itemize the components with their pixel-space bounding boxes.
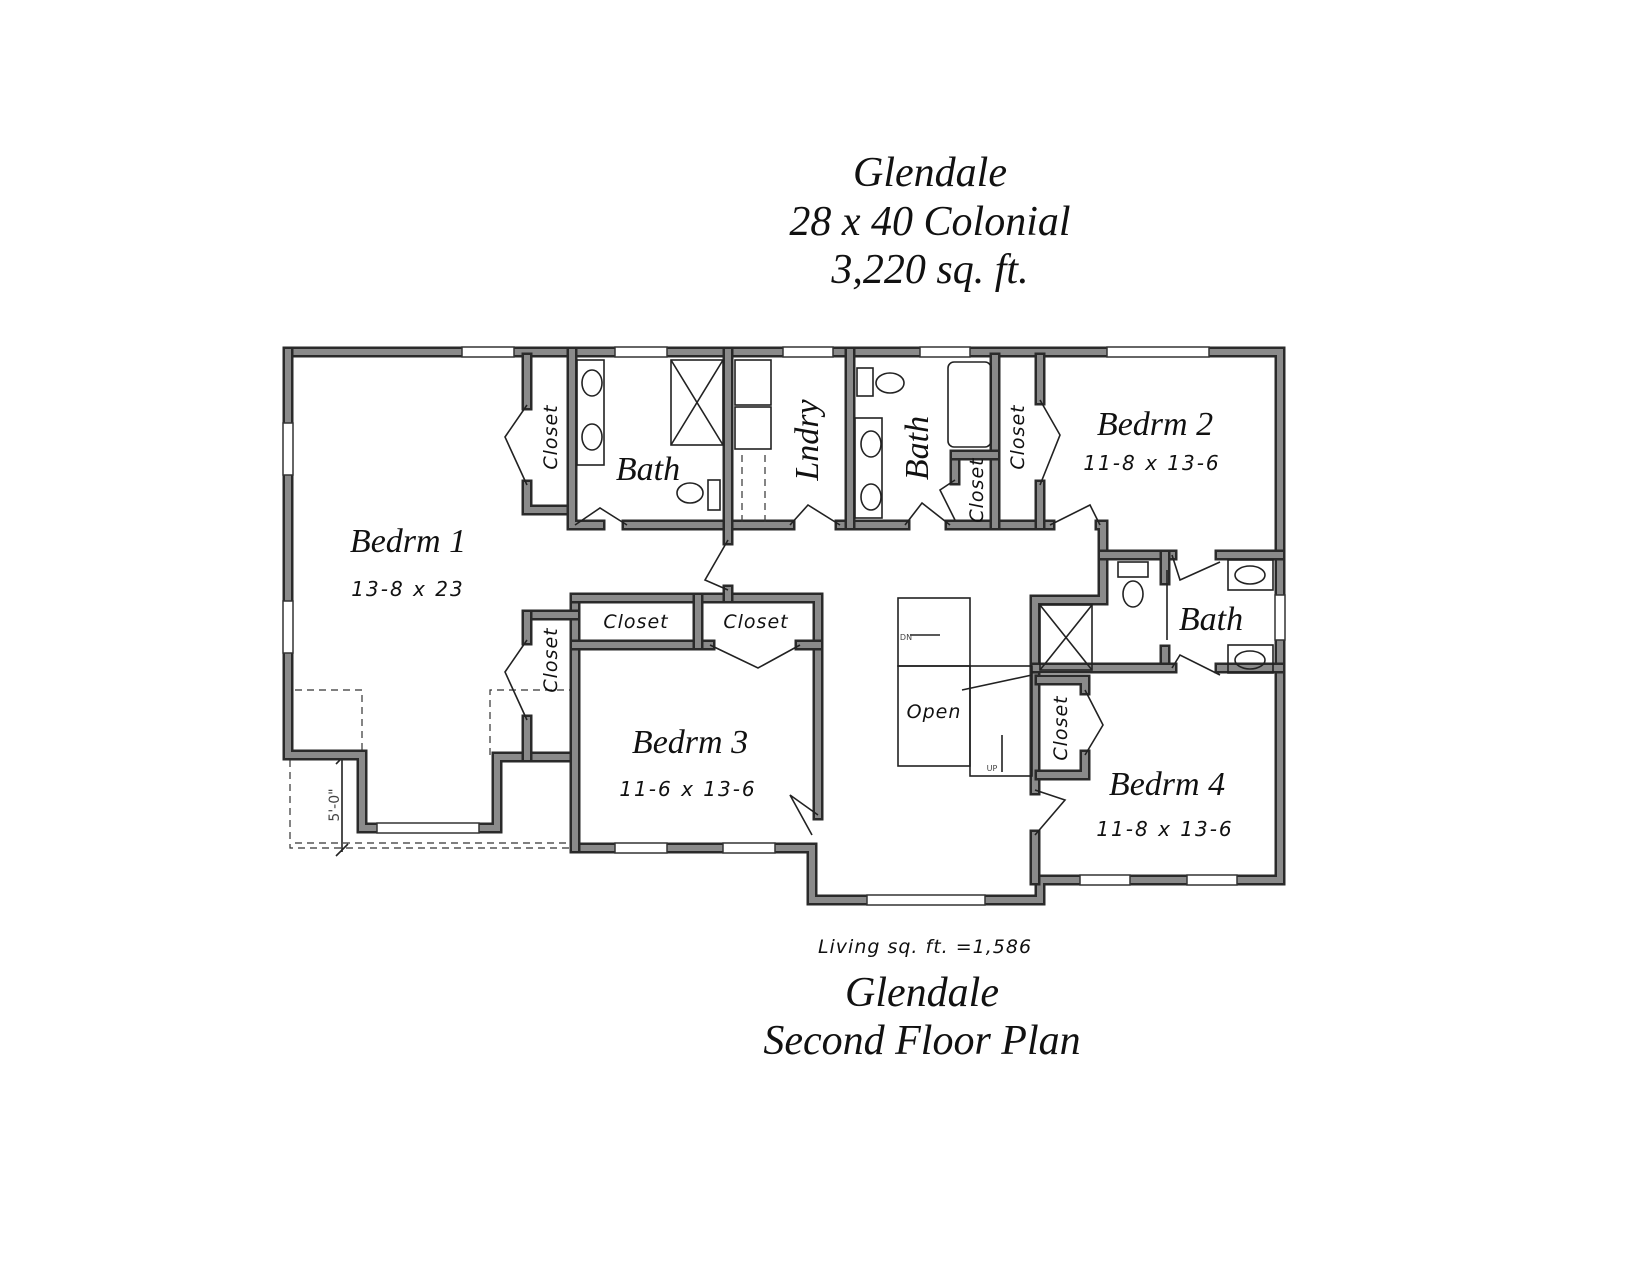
- plan-name: Glendale: [853, 150, 1007, 196]
- wall-segment: [285, 349, 1283, 903]
- living-area: Living sq. ft. =1,586: [818, 936, 1032, 958]
- walls: [282, 346, 1286, 906]
- wall-segment: [1037, 752, 1088, 778]
- plan-total-area: 3,220 sq. ft.: [830, 247, 1028, 293]
- fixtures: [576, 359, 1274, 674]
- bathtub-icon: [947, 361, 992, 448]
- stairs-down-label: DN: [900, 633, 912, 642]
- toilet-icon: [856, 367, 874, 397]
- vanity-icon: [576, 359, 605, 466]
- vanity-icon: [854, 417, 883, 519]
- bedrm3-label: Bedrm 3: [632, 724, 748, 761]
- bedrm4-dims: 11-8 x 13-6: [1096, 817, 1233, 841]
- room-labels: Bedrm 1 13-8 x 23 Bedrm 2 11-8 x 13-6 Be…: [327, 398, 1243, 841]
- bedrm2-label: Bedrm 2: [1097, 406, 1213, 443]
- plan-header: Glendale 28 x 40 Colonial 3,220 sq. ft.: [789, 150, 1070, 293]
- footer-plan-name: Glendale: [845, 970, 999, 1016]
- sink-icon: [1227, 644, 1274, 674]
- bedrm1-dims: 13-8 x 23: [351, 577, 464, 601]
- closet-label: Closet: [1007, 404, 1029, 470]
- closet-label: Closet: [1050, 695, 1072, 761]
- laundry-label: Lndry: [789, 398, 826, 481]
- bath3-label: Bath: [1179, 601, 1243, 638]
- closet-label: Closet: [723, 611, 789, 633]
- closet-label: Closet: [603, 611, 669, 633]
- wall-segment: [524, 482, 575, 513]
- plan-footer: Living sq. ft. =1,586 Glendale Second Fl…: [763, 936, 1080, 1064]
- bedrm3-dims: 11-6 x 13-6: [619, 777, 756, 801]
- washer-icon: [734, 359, 772, 406]
- sink-icon: [1227, 559, 1274, 591]
- staircase: DN UP: [897, 597, 1033, 777]
- bedrm1-label: Bedrm 1: [350, 523, 466, 560]
- doors: [504, 399, 1221, 836]
- plan-title: Second Floor Plan: [763, 1018, 1080, 1064]
- wall-segment: [285, 349, 578, 831]
- wall-segment: [521, 479, 578, 516]
- toilet-icon: [1117, 561, 1149, 578]
- shower-icon: [670, 359, 724, 446]
- toilet-icon: [676, 482, 704, 504]
- closet-label: Closet: [540, 404, 562, 470]
- wall-segment: [1037, 677, 1088, 693]
- dryer-icon: [734, 406, 772, 450]
- bath1-label: Bath: [616, 451, 680, 488]
- closet-label: Closet: [540, 627, 562, 693]
- bedrm4-label: Bedrm 4: [1109, 766, 1225, 803]
- windows: [282, 346, 1286, 906]
- bedrm2-dims: 11-8 x 13-6: [1083, 451, 1220, 475]
- plan-model: 28 x 40 Colonial: [789, 199, 1070, 245]
- porch-outline: [289, 689, 572, 857]
- open-label: Open: [907, 701, 962, 723]
- shower-icon: [1039, 604, 1093, 671]
- bath2-label: Bath: [899, 416, 936, 480]
- stairs-up-label: UP: [987, 764, 998, 773]
- porch-depth-dimension: 5'-0": [327, 788, 343, 821]
- closet-label: Closet: [966, 457, 988, 523]
- wall-segment: [572, 595, 821, 818]
- wall-segment: [569, 349, 603, 528]
